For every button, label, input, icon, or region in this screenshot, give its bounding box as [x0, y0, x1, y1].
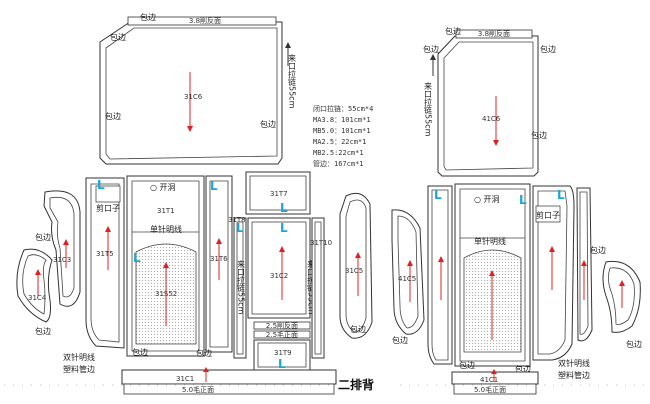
l-mark: L — [133, 251, 141, 265]
piece-31c3-label: 31C3 — [53, 256, 71, 264]
sheet-title: 二排背 — [338, 377, 374, 392]
piece-31c4: 31C4 — [16, 248, 53, 323]
trim-label: 包边 — [132, 347, 148, 357]
open-hole-label: ○ 开洞 — [150, 182, 176, 192]
piece-41c1-label: 41C1 — [480, 376, 498, 384]
double-stitch-label: 双针明线 — [63, 352, 95, 362]
piece-31t7: 31T7 L — [245, 171, 311, 215]
piece-31t6: 31T6 L — [205, 175, 233, 353]
piece-41c5-label: 41C5 — [398, 275, 416, 283]
trim-label: 包边 — [105, 111, 121, 121]
piece-41c5: 41C5 — [391, 209, 425, 335]
piece-31t5-label: 31T5 — [96, 250, 114, 258]
plastic-piping-label: 塑料管边 — [63, 364, 95, 374]
trim-label: 包边 — [515, 364, 531, 374]
piece-31c3: 31C3 — [43, 190, 81, 307]
l-mark: L — [434, 188, 442, 202]
trim-label: 包边 — [626, 339, 642, 349]
piece-31s52-label: 31S52 — [155, 290, 177, 298]
piece-31t5: 31T5 L — [85, 177, 125, 349]
piece-31c2: 31C2 L 来口拉链55cm 来口拉链55cm — [237, 217, 316, 319]
note-line: MB2.5:22cm*1 — [313, 149, 364, 157]
piece-41c6: 3.8削反面 41C6 — [437, 29, 539, 177]
l-mark: L — [210, 179, 218, 193]
piece-31c6-label: 31C6 — [184, 93, 203, 101]
piece-r-far-strip — [576, 187, 593, 342]
l-mark: L — [280, 201, 288, 215]
note-line: 管边：167cm*1 — [313, 159, 364, 168]
note-line: 闭口拉链：55cm*4 — [313, 104, 373, 113]
trim-label: 包边 — [531, 130, 547, 140]
note-line: MB5.0：101cm*1 — [313, 127, 371, 135]
open-hole-label: ○ 开洞 — [474, 194, 500, 204]
l-mark: L — [236, 221, 244, 235]
note-line: MA2.5：22cm*1 — [313, 138, 366, 146]
piece-31c4-label: 31C4 — [28, 294, 47, 302]
piece-31t8: 31T8 L — [228, 216, 247, 359]
piece-41c1: 41C1 5.0毛正面 — [451, 369, 539, 395]
piece-31t9-label: 31T9 — [274, 349, 292, 357]
l-mark: L — [557, 188, 565, 202]
trim-label: 包边 — [590, 245, 606, 255]
zipper-label: 来口拉链55cm — [237, 260, 246, 315]
l-mark: L — [278, 357, 286, 371]
single-stitch-label: 单针明线 — [150, 224, 182, 234]
piece-r-right-panel: L — [532, 185, 575, 361]
zipper-label: 来口拉链55cm — [288, 54, 297, 109]
trim-label: 包边 — [35, 326, 51, 336]
trim-label: 包边 — [445, 26, 461, 36]
trim-label: 包边 — [260, 119, 276, 129]
piece-31c6: 3.8削反面 31C6 — [99, 16, 283, 165]
trim-label: 包边 — [423, 44, 439, 54]
trim-label: 包边 — [350, 324, 366, 334]
piece-31t7-label: 31T7 — [270, 190, 288, 198]
single-stitch-label: 单针明线 — [474, 236, 506, 246]
cut-notch-label: 剪口子 — [96, 203, 120, 213]
piece-31t9: 31T9 L — [253, 339, 311, 371]
piece-31c1: 31C1 5.0毛正面 — [121, 367, 337, 395]
piece-31t6-label: 31T6 — [210, 255, 228, 263]
l-mark: L — [519, 193, 527, 207]
piece-r-far-blob — [602, 260, 641, 333]
piece-31t1-31s52: ○ 开洞 31T1 单针明线 31S52 L — [126, 175, 205, 357]
piece-31t10: 31T10 — [310, 217, 332, 359]
piece-31t10-label: 31T10 — [310, 239, 332, 247]
piece-31c5-label: 31C5 — [345, 267, 363, 275]
piece-31t1-label: 31T1 — [157, 207, 175, 215]
strip-38-label-right: 3.8削反面 — [478, 29, 510, 38]
l-mark: L — [280, 221, 288, 235]
strip-38-label-left: 3.8削反面 — [189, 16, 221, 25]
piece-31c1-label: 31C1 — [176, 375, 194, 383]
l-mark: L — [97, 178, 105, 192]
piece-31c2-label: 31C2 — [270, 272, 288, 280]
strip-50-front-label-left: 5.0毛正面 — [182, 385, 214, 394]
trim-label: 包边 — [140, 12, 156, 22]
strip-38-left — [127, 16, 277, 26]
trim-label: 包边 — [35, 232, 51, 242]
strip-25-back-label: 2.5削反面 — [266, 321, 298, 330]
cut-notch-label: 剪口子 — [536, 210, 560, 220]
note-line: MA3.8：101cm*1 — [313, 116, 371, 124]
piece-31t8-label: 31T8 — [228, 216, 246, 224]
double-stitch-label: 双针明线 — [558, 358, 590, 368]
piece-r-left-strip: L — [427, 185, 453, 365]
trim-label: 包边 — [540, 44, 556, 54]
piece-r-center: ○ 开洞 单针明线 L — [454, 183, 531, 367]
trim-label: 包边 — [196, 348, 212, 358]
zipper-label: 来口拉链55cm — [424, 82, 433, 137]
notes-block: 闭口拉链：55cm*4 MA3.8：101cm*1 MB5.0：101cm*1 … — [313, 104, 373, 168]
piece-41c6-label: 41C6 — [482, 115, 501, 123]
strip-25-front-label: 2.5毛正面 — [266, 330, 298, 339]
strip-50-front-label-right: 5.0毛正面 — [474, 385, 506, 394]
trim-label: 包边 — [459, 360, 475, 370]
piece-31c5: 31C5 — [339, 192, 373, 339]
plastic-piping-label: 塑料管边 — [558, 370, 590, 380]
trim-label: 包边 — [392, 335, 408, 345]
zipper-label: 来口拉链55cm — [307, 260, 316, 315]
trim-label: 包边 — [110, 32, 126, 42]
